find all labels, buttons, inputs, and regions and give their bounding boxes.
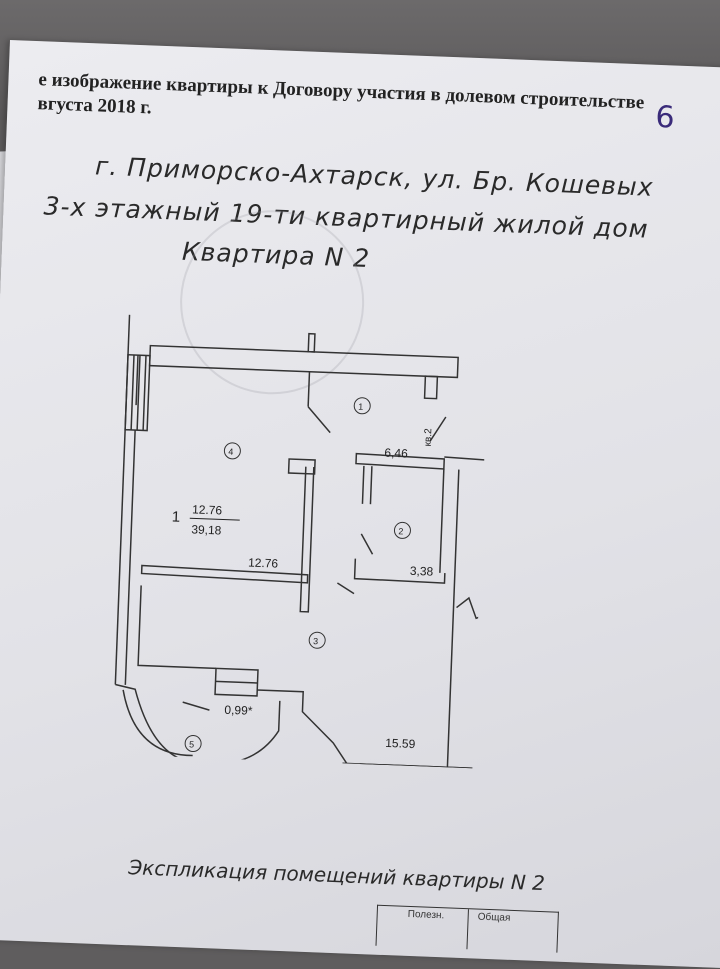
room-circle-4 xyxy=(223,442,241,460)
table-divider xyxy=(466,909,469,950)
room-number-5: 5 xyxy=(189,739,194,749)
room-number-2: 2 xyxy=(398,526,403,536)
room-number-4: 4 xyxy=(228,447,233,457)
room-area-2: 3,38 xyxy=(410,564,434,579)
room-circle-2 xyxy=(393,521,411,539)
neighbor-label: кв.2 xyxy=(423,428,435,447)
apt-index: 1 xyxy=(171,509,180,526)
room-area-4: 12.76 xyxy=(248,556,279,571)
apt-total-area: 39,18 xyxy=(191,522,222,537)
room-area-3: 15.59 xyxy=(385,736,416,751)
header-line-2: вгуста 2018 г. xyxy=(37,93,152,119)
explication-title: Экспликация помещений квартиры N 2 xyxy=(127,855,546,896)
plan-walls xyxy=(114,314,491,769)
plan-labels: 1 6,46 2 3,38 3 15.59 4 12.76 5 0,99* 1 … xyxy=(171,397,435,753)
address-line: г. Приморско-Ахтарск, ул. Бр. Кошевых xyxy=(94,151,655,202)
room-area-5: 0,99* xyxy=(224,703,253,718)
room-area-1: 6,46 xyxy=(384,446,408,461)
apt-living-area: 12.76 xyxy=(192,502,223,517)
room-circle-3 xyxy=(308,631,326,649)
page-number: 6 xyxy=(654,99,676,136)
apt-fraction-line xyxy=(189,517,240,521)
building-line: 3-х этажный 19-ти квартирный жилой дом xyxy=(43,191,650,244)
explication-table: Полезн. Общая xyxy=(375,904,559,953)
table-col-useful: Полезн. xyxy=(407,908,445,922)
room-number-1: 1 xyxy=(358,402,363,412)
room-number-3: 3 xyxy=(313,636,318,646)
document-page: е изображение квартиры к Договору участи… xyxy=(0,40,720,969)
room-circle-5 xyxy=(184,735,202,753)
floor-plan: 1 6,46 2 3,38 3 15.59 4 12.76 5 0,99* 1 … xyxy=(114,314,491,769)
room-circle-1 xyxy=(353,397,371,415)
table-col-total: Общая xyxy=(477,911,511,924)
